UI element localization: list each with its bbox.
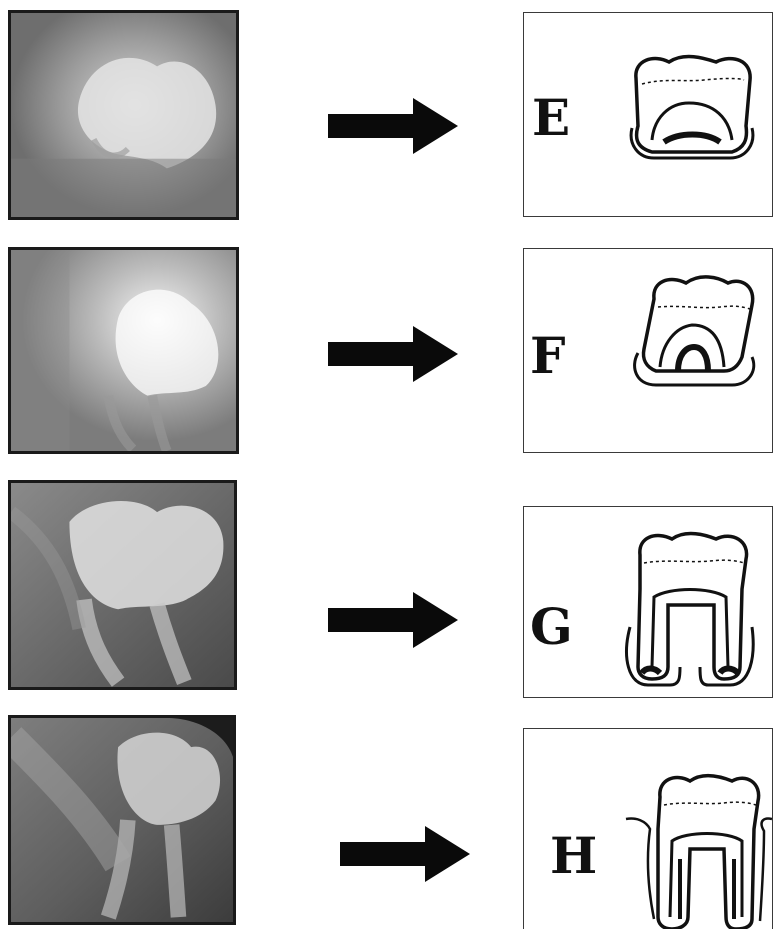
stage-letter-f: F (530, 331, 566, 381)
right-arrow-icon (328, 326, 458, 382)
right-arrow-icon (328, 592, 458, 648)
right-arrow-icon (340, 826, 470, 882)
radiograph-stage-h (8, 715, 236, 925)
right-arrow-icon (328, 98, 458, 154)
tooth-diagram-stage-e (624, 48, 759, 163)
radiograph-image (11, 13, 236, 217)
diagram-panel-stage-h: H (523, 728, 773, 929)
tooth-diagram-stage-h (624, 769, 773, 929)
radiograph-image (11, 250, 236, 451)
diagram-panel-stage-f: F (523, 248, 773, 453)
tooth-diagram-stage-g (620, 527, 755, 687)
radiograph-image (11, 483, 234, 687)
diagram-panel-stage-g: G (523, 506, 773, 698)
radiograph-image (11, 718, 233, 922)
stage-letter-h: H (550, 831, 597, 881)
tooth-diagram-stage-f (620, 267, 760, 392)
radiograph-stage-e (8, 10, 239, 220)
stage-letter-g: G (530, 602, 573, 652)
stage-letter-e: E (532, 93, 570, 143)
diagram-panel-stage-e: E (523, 12, 773, 217)
radiograph-stage-g (8, 480, 237, 690)
radiograph-stage-f (8, 247, 239, 454)
